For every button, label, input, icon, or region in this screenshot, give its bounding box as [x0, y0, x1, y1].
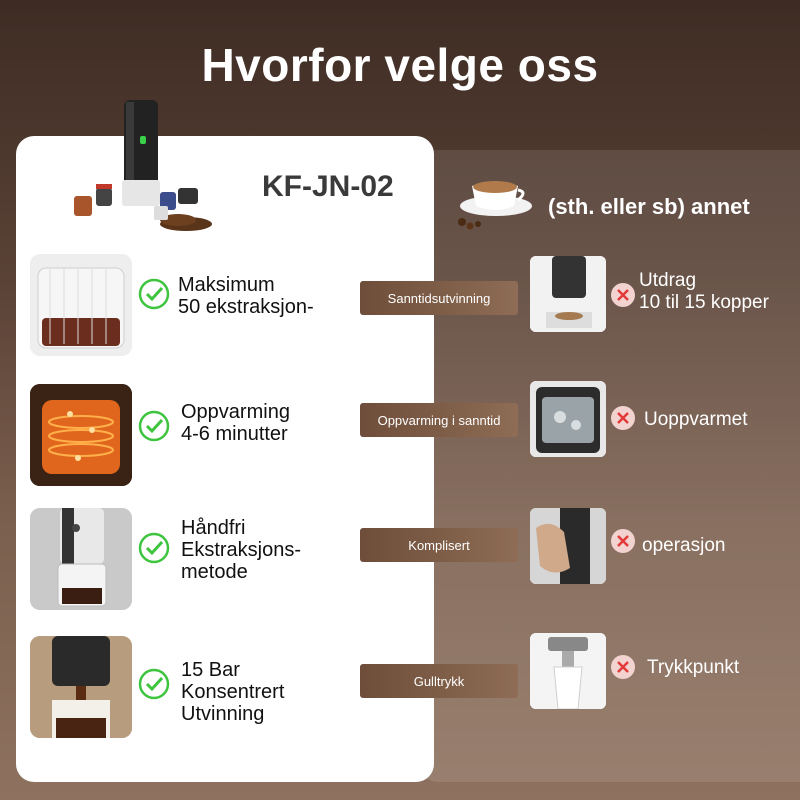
row-2-competitor-image	[530, 381, 606, 457]
competitor-header: (sth. eller sb) annet	[452, 166, 792, 236]
row-1-image	[30, 254, 132, 356]
cross-icon	[610, 282, 636, 308]
row-4-image	[30, 636, 132, 738]
coffee-cup-icon	[458, 181, 532, 230]
row-3-competitor-text: operasjon	[642, 535, 726, 556]
check-icon	[138, 532, 170, 564]
row-4-competitor-text: Trykkpunkt	[647, 657, 740, 678]
row-3-feature: Håndfri Ekstraksjons- metode	[181, 517, 302, 583]
competitor-label: (sth. eller sb) annet	[548, 194, 750, 219]
cross-icon	[610, 654, 636, 680]
row-4-feature: 15 Bar Konsentrert Utvinning	[181, 659, 285, 725]
row-2-competitor-text: Uoppvarmet	[644, 409, 748, 430]
row-4-badge: Gulltrykk	[360, 664, 518, 698]
row-3-competitor-image	[530, 508, 606, 584]
row-1-competitor-text: Utdrag 10 til 15 kopper	[639, 270, 769, 313]
row-1-competitor-image	[530, 256, 606, 332]
check-icon	[138, 278, 170, 310]
page-title: Hvorfor velge oss	[201, 39, 599, 91]
model-number: KF-JN-02	[262, 170, 394, 203]
row-4-competitor-image	[530, 633, 606, 709]
row-2-image	[30, 384, 132, 486]
cross-icon	[610, 528, 636, 554]
row-1-feature: Maksimum 50 ekstraksjon-	[178, 274, 314, 318]
row-3-image	[30, 508, 132, 610]
check-icon	[138, 410, 170, 442]
row-3-badge: Komplisert	[360, 528, 518, 562]
row-2-badge: Oppvarming i sanntid	[360, 403, 518, 437]
check-icon	[138, 668, 170, 700]
row-1-badge: Sanntidsutvinning	[360, 281, 518, 315]
hero-product-image	[66, 96, 226, 236]
row-2-feature: Oppvarming 4-6 minutter	[181, 401, 290, 445]
cross-icon	[610, 405, 636, 431]
